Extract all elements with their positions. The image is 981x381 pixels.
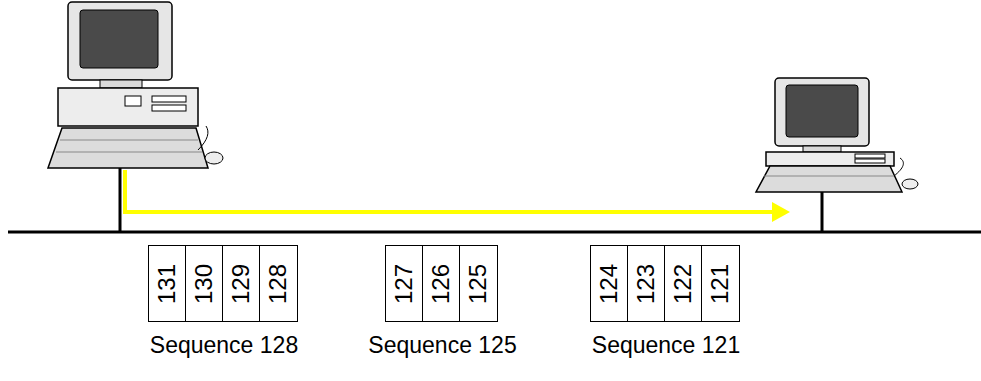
sequence-number: 127 <box>392 263 416 303</box>
sequence-label: Sequence 121 <box>592 333 740 358</box>
sequence-number: 130 <box>192 263 216 303</box>
packet-cell: 121 <box>702 246 739 321</box>
computer-icon <box>756 78 918 192</box>
sequence-number: 122 <box>671 263 695 303</box>
packet-cell: 129 <box>223 246 260 321</box>
sequence-number: 126 <box>429 263 453 303</box>
sequence-number: 128 <box>267 263 291 303</box>
packet-cell: 131 <box>149 246 186 321</box>
packet-cell: 127 <box>386 246 423 321</box>
sequence-label: Sequence 128 <box>150 333 298 358</box>
sequence-number: 129 <box>229 263 253 303</box>
sequence-label: Sequence 125 <box>368 333 516 358</box>
packet-cell: 128 <box>260 246 297 321</box>
network-bus <box>8 231 981 234</box>
sequence-number: 125 <box>467 263 491 303</box>
packet-cell: 126 <box>423 246 460 321</box>
packet-group: Sequence 125127126125 <box>385 245 498 322</box>
packet-cell: 130 <box>186 246 223 321</box>
flow-arrow <box>125 170 772 212</box>
packet-cell: 123 <box>628 246 665 321</box>
packet-group: Sequence 128131130129128 <box>148 245 298 322</box>
computer-icon <box>48 2 223 168</box>
packet-cell: 125 <box>460 246 497 321</box>
packet-cell: 122 <box>665 246 702 321</box>
packet-cell: 124 <box>591 246 628 321</box>
arrow-head <box>772 202 790 222</box>
packet-group: Sequence 121124123122121 <box>590 245 740 322</box>
sequence-number: 124 <box>597 263 621 303</box>
sequence-number: 123 <box>634 263 658 303</box>
drop-line <box>119 168 122 232</box>
sequence-number: 121 <box>709 263 733 303</box>
sequence-number: 131 <box>155 263 179 303</box>
